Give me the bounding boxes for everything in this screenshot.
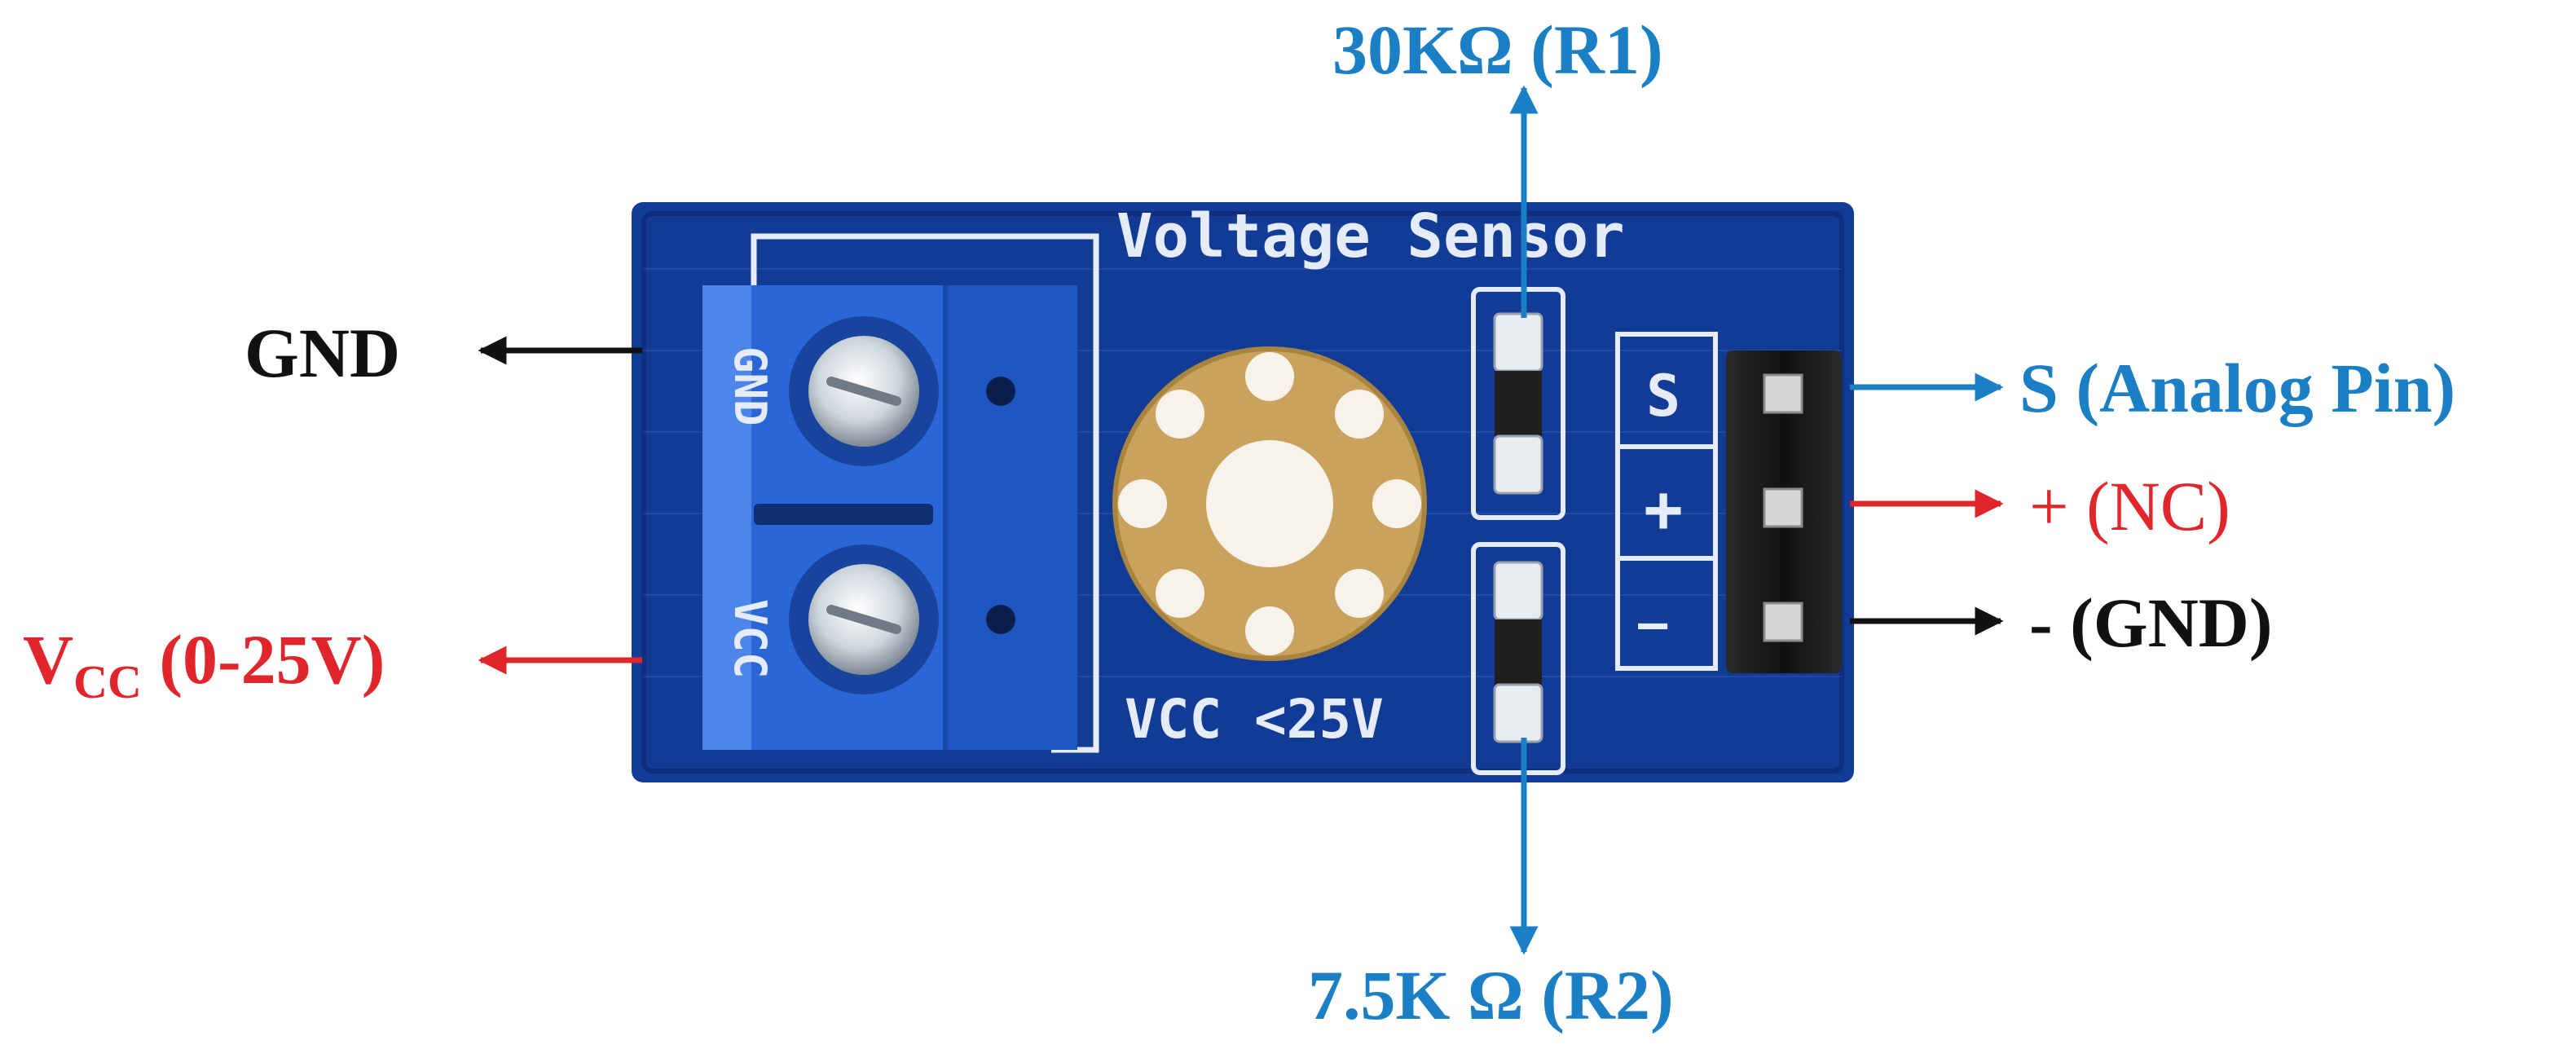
header-pins xyxy=(1726,350,1842,673)
pin-minus xyxy=(1763,602,1803,642)
terminal-silk-outline xyxy=(751,233,1099,753)
label-r1: 30KΩ (R1) xyxy=(1332,11,1663,89)
label-plus: + (NC) xyxy=(2029,467,2230,545)
pin-minus-marking: — xyxy=(1638,595,1668,652)
label-minus: - (GND) xyxy=(2029,584,2273,662)
terminal-marking-vcc: VCC xyxy=(724,599,776,679)
label-vcc-main: V xyxy=(23,620,73,699)
label-vcc: VCC (0-25V) xyxy=(23,620,385,708)
terminal-separator xyxy=(754,504,933,525)
header-silk: S + — xyxy=(1615,332,1718,671)
pin-s xyxy=(1763,373,1803,414)
pin-plus-marking: + xyxy=(1644,471,1683,547)
pin-plus xyxy=(1763,487,1803,528)
pcb-board: Voltage Sensor VCC <25V xyxy=(632,201,1854,782)
label-signal: S (Analog Pin) xyxy=(2019,349,2455,427)
annotation-arrows xyxy=(478,85,2004,955)
label-gnd: GND xyxy=(244,314,400,392)
resistor-r1 xyxy=(1471,287,1565,520)
center-hole xyxy=(1206,440,1333,567)
label-vcc-sub: CC xyxy=(73,655,142,708)
terminal-marking-gnd: GND xyxy=(724,346,776,426)
mounting-hole xyxy=(1112,346,1427,661)
pin-s-marking: S xyxy=(1646,363,1680,430)
wire-hole-top xyxy=(986,377,1015,406)
screw-terminal: GND VCC xyxy=(702,285,1077,750)
label-r2: 7.5K Ω (R2) xyxy=(1308,956,1674,1034)
board-title: Voltage Sensor xyxy=(1116,201,1625,271)
resistor-r2 xyxy=(1471,542,1565,775)
wire-hole-bottom xyxy=(986,605,1015,634)
annotation-labels: GND VCC (0-25V) 30KΩ (R1) 7.5K Ω (R2) S … xyxy=(23,11,2455,1034)
vcc-marking: VCC <25V xyxy=(1125,688,1384,751)
label-vcc-range: (0-25V) xyxy=(142,620,385,699)
